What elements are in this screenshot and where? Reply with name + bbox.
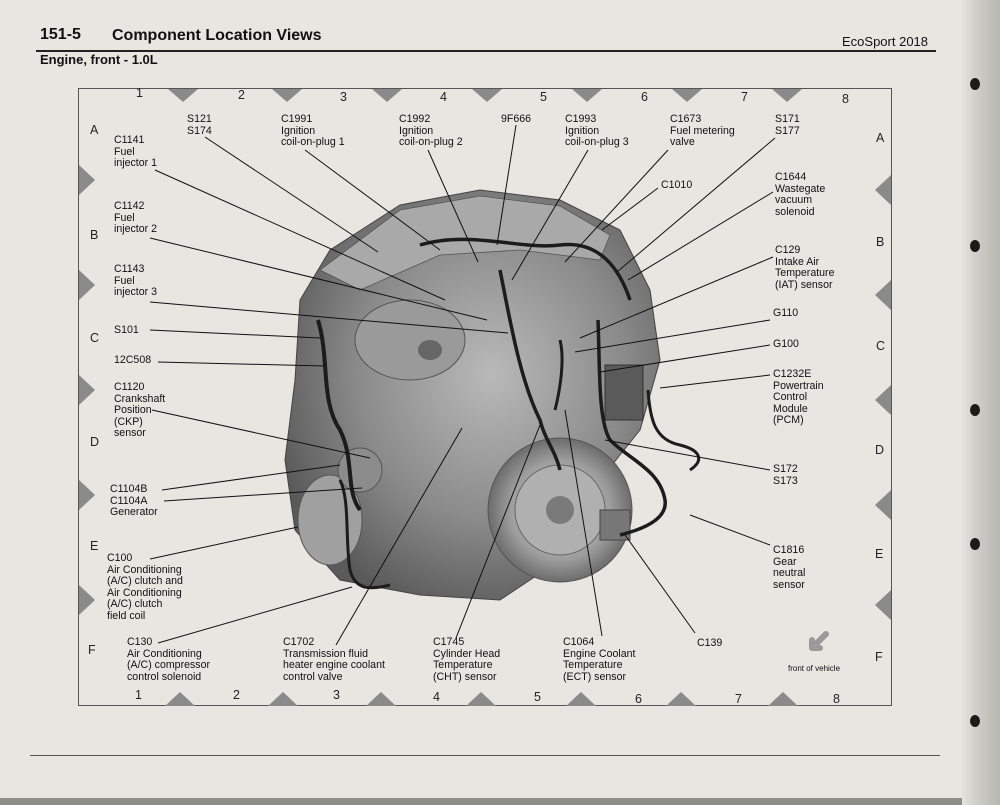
- callout-c1673: C1673 Fuel metering valve: [670, 113, 735, 149]
- front-of-vehicle-label: front of vehicle: [788, 664, 841, 673]
- callout-c1120: C1120 Crankshaft Position (CKP) sensor: [114, 381, 166, 440]
- grid-col-8-bottom: 8: [833, 692, 840, 706]
- grid-col-7: 7: [741, 90, 748, 104]
- callout-g100: G100: [773, 338, 799, 350]
- binder-ring: [970, 715, 980, 727]
- grid-row-f: F: [88, 643, 96, 657]
- callout-s172-s173: S172 S173: [773, 463, 798, 487]
- binder-ring: [970, 538, 980, 550]
- grid-markers-bottom: [165, 692, 798, 706]
- callout-c1816: C1816 Gear neutral sensor: [773, 544, 806, 591]
- callout-s121-s174: S121 S174: [187, 113, 212, 137]
- grid-markers-left: [79, 165, 95, 615]
- callout-c1993: C1993 Ignition coil-on-plug 3: [565, 113, 629, 149]
- grid-row-d: D: [90, 435, 100, 449]
- callout-c1232e: C1232E Powertrain Control Module (PCM): [773, 368, 824, 427]
- callout-g110: G110: [773, 307, 799, 319]
- grid-row-c: C: [90, 331, 100, 345]
- grid-row-a: A: [90, 123, 99, 137]
- arrow-down-left-icon: [809, 631, 829, 651]
- grid-row-f-right: F: [875, 650, 883, 664]
- vehicle-label: EcoSport 2018: [842, 34, 929, 49]
- header-rule: [36, 50, 936, 52]
- callout-c1992: C1992 Ignition coil-on-plug 2: [399, 113, 463, 149]
- grid-markers-top: [168, 89, 802, 102]
- grid-row-b: B: [90, 228, 99, 242]
- view-title: Engine, front - 1.0L: [40, 52, 158, 67]
- grid-col-7-bottom: 7: [735, 692, 742, 706]
- grid-col-8: 8: [842, 92, 849, 106]
- grid-markers-right: [875, 175, 891, 620]
- grid-col-6: 6: [641, 90, 648, 104]
- binder-ring: [970, 240, 980, 252]
- callout-c1644: C1644 Wastegate vacuum solenoid: [775, 171, 826, 218]
- callout-c1143: C1143 Fuel injector 3: [114, 263, 157, 299]
- grid-col-5: 5: [540, 90, 547, 104]
- callout-c1142: C1142 Fuel injector 2: [114, 200, 157, 236]
- leader-lines: [149, 124, 776, 646]
- callout-c100: C100 Air Conditioning (A/C) clutch and A…: [107, 552, 183, 622]
- callout-c1010: C1010: [661, 179, 693, 191]
- grid-col-6-bottom: 6: [635, 692, 642, 706]
- callout-c1104: C1104B C1104A Generator: [110, 483, 158, 519]
- grid-row-d-right: D: [875, 443, 885, 457]
- callout-c1064: C1064 Engine Coolant Temperature (ECT) s…: [563, 636, 636, 683]
- grid-col-3: 3: [340, 90, 347, 104]
- grid-row-e-right: E: [875, 547, 884, 561]
- page-edge: [962, 0, 1000, 805]
- page-number: 151-5: [40, 26, 81, 43]
- callout-c129: C129 Intake Air Temperature (IAT) sensor: [775, 244, 835, 291]
- callout-s101: S101: [114, 324, 139, 336]
- grid-col-1-bottom: 1: [135, 688, 142, 702]
- grid-col-2: 2: [238, 88, 245, 102]
- callout-12c508: 12C508: [114, 354, 152, 366]
- binder-ring: [970, 78, 980, 90]
- footer-rule: [30, 755, 940, 756]
- grid-col-2-bottom: 2: [233, 688, 240, 702]
- callout-c1702: C1702 Transmission fluid heater engine c…: [283, 636, 385, 683]
- callout-s171-s177: S171 S177: [775, 113, 800, 137]
- grid-row-b-right: B: [876, 235, 885, 249]
- grid-col-4-bottom: 4: [433, 690, 440, 704]
- grid-row-e: E: [90, 539, 99, 553]
- grid-row-a-right: A: [876, 131, 885, 145]
- callout-c1141: C1141 Fuel injector 1: [114, 134, 157, 170]
- binder-ring: [970, 404, 980, 416]
- engine-illustration: [284, 189, 701, 601]
- grid-row-c-right: C: [876, 339, 886, 353]
- callout-9f666: 9F666: [501, 113, 532, 125]
- grid-col-1: 1: [136, 86, 143, 100]
- grid-col-4: 4: [440, 90, 447, 104]
- section-title: Component Location Views: [112, 27, 322, 44]
- callout-c139: C139: [697, 637, 723, 649]
- callout-c130: C130 Air Conditioning (A/C) compressor c…: [127, 636, 210, 683]
- callout-c1991: C1991 Ignition coil-on-plug 1: [281, 113, 345, 149]
- grid-col-3-bottom: 3: [333, 688, 340, 702]
- callout-c1745: C1745 Cylinder Head Temperature (CHT) se…: [433, 636, 501, 683]
- grid-col-5-bottom: 5: [534, 690, 541, 704]
